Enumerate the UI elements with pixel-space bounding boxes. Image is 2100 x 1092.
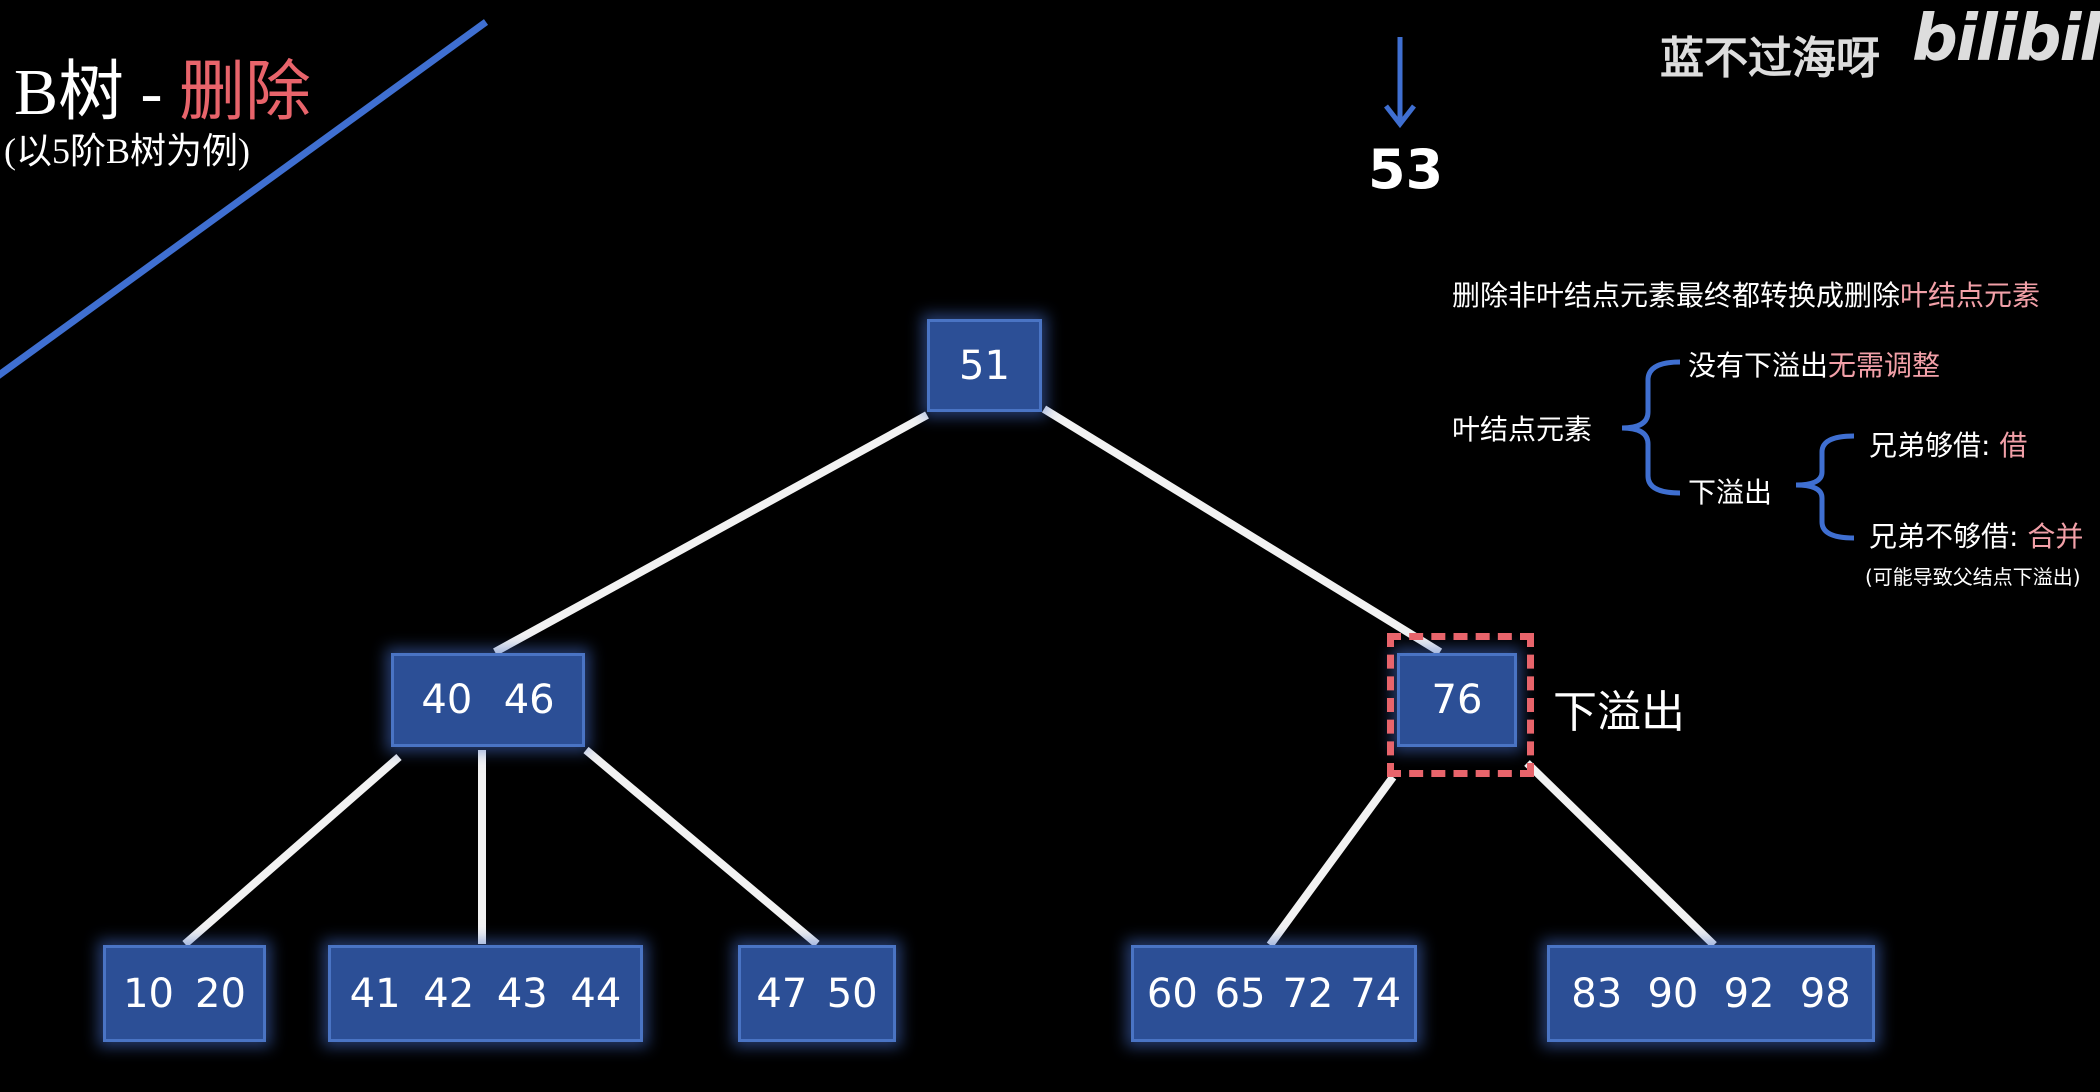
rule-note: 删除非叶结点元素最终都转换成删除叶结点元素 [1452,279,2041,312]
decorative-diagonal [0,19,489,379]
arrow-down-icon [1384,37,1416,129]
deleted-key: 53 [1368,138,1444,201]
author-watermark: 蓝不过海呀 [1660,33,1880,84]
underflow-label: 下溢出 [1553,687,1685,738]
leaf-element-label: 叶结点元素 [1452,413,1593,446]
bilibili-logo: bilibili [1912,2,2100,76]
brace-icon [1621,359,1855,541]
tree-node-underflow: 76 [1397,653,1517,747]
tree-edges [182,405,1717,948]
merge-note: 兄弟不够借: 合并 [1869,520,2084,553]
underflow-note: 下溢出 [1688,476,1773,509]
page-subtitle: (以5阶B树为例) [4,131,250,171]
borrow-note: 兄弟够借: 借 [1869,429,2028,462]
tree-node-root: 51 [927,319,1042,412]
no-underflow-note: 没有下溢出无需调整 [1688,349,1941,382]
merge-caveat: (可能导致父结点下溢出) [1865,565,2081,589]
underflow-highlight-box [1387,633,1534,777]
page-title: B树 - 删除 [14,53,311,130]
